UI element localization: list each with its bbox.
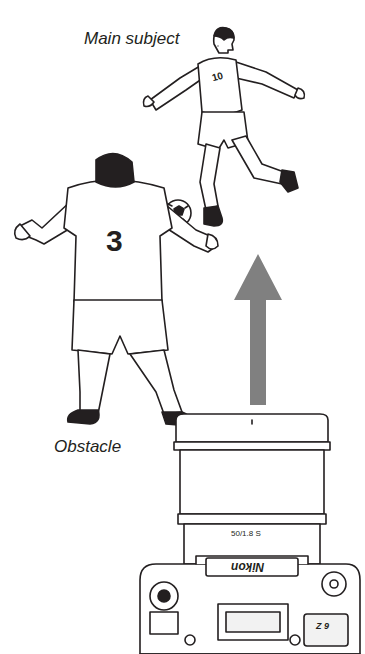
brand-logo: Nikon [231,561,264,573]
lens-marking: 50/1.8 S [231,530,261,538]
subject-icon [214,28,234,53]
obstacle-caption: Obstacle [54,438,121,455]
model-marking: Z 9 [316,622,329,631]
jersey-number: 3 [106,226,123,256]
main-subject-player [144,46,305,226]
camera-body [140,556,360,654]
direction-arrow [234,254,282,405]
subject-caption: Main subject [84,30,179,47]
camera-lens [174,414,330,564]
obstacle-player [15,153,218,426]
